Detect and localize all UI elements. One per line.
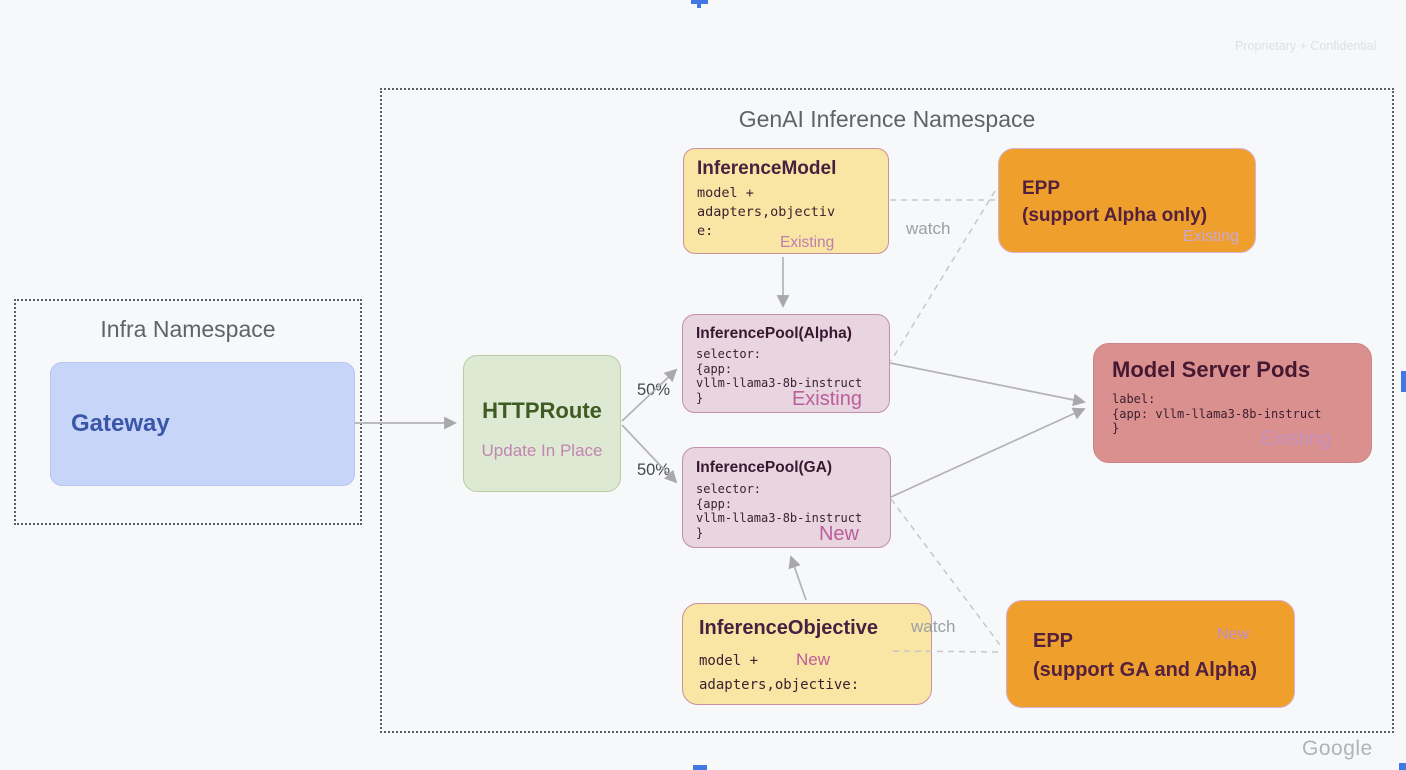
inference-pool-alpha-spec: selector: {app: vllm-llama3-8b-instruct …	[696, 347, 862, 405]
inference-model-title: InferenceModel	[697, 158, 837, 179]
epp-ga-title: EPP (support GA and Alpha)	[1033, 627, 1257, 685]
spec-line: selector:	[696, 482, 762, 496]
spec-line: }	[696, 525, 704, 540]
spec-line: vllm-llama3-8b-instruct	[696, 511, 863, 525]
selection-mark-right	[1401, 371, 1406, 392]
spec-line: {app:	[696, 361, 733, 376]
route-split-ga-label: 50%	[637, 461, 671, 479]
epp-alpha-title: EPP (support Alpha only)	[1022, 175, 1207, 229]
spec-line: model +	[697, 185, 754, 201]
spec-line: model +	[699, 653, 759, 669]
httproute-subtitle: Update In Place	[481, 441, 603, 460]
genai-namespace-title: GenAI Inference Namespace	[738, 106, 1036, 132]
status-badge: New	[818, 523, 859, 545]
spec-line: label:	[1112, 392, 1156, 406]
inference-objective-spec: model + adapters,objective:	[699, 649, 859, 697]
status-badge: Existing	[780, 234, 835, 251]
epp-alpha-title-line1: EPP	[1022, 178, 1061, 199]
model-server-pods-title: Model Server Pods	[1112, 357, 1311, 382]
spec-line: adapters,objectiv	[697, 204, 836, 220]
spec-line: selector:	[696, 347, 762, 361]
selection-mark-bottom	[693, 765, 707, 770]
inference-pool-alpha-title: InferencePool(Alpha)	[696, 325, 852, 342]
selection-mark-corner	[1399, 763, 1406, 770]
inference-pool-alpha-node: InferencePool(Alpha) selector: {app: vll…	[682, 314, 890, 413]
spec-line: {app:	[696, 496, 733, 511]
epp-ga-node: EPP (support GA and Alpha) New	[1006, 600, 1295, 708]
watch-alpha-label: watch	[906, 219, 951, 238]
inference-pool-ga-node: InferencePool(GA) selector: {app: vllm-l…	[682, 447, 891, 548]
gateway-label: Gateway	[71, 410, 170, 437]
epp-ga-title-line1: EPP	[1033, 630, 1074, 652]
httproute-node: HTTPRoute Update In Place	[463, 355, 621, 492]
status-badge: Existing	[791, 388, 862, 410]
inference-pool-ga-spec: selector: {app: vllm-llama3-8b-instruct …	[696, 482, 862, 540]
status-badge: Existing	[1182, 228, 1239, 245]
spec-line: }	[696, 390, 704, 405]
route-split-alpha-label: 50%	[637, 381, 671, 399]
inference-pool-ga-title: InferencePool(GA)	[696, 459, 833, 476]
epp-ga-title-line2: (support GA and Alpha)	[1033, 659, 1258, 681]
confidentiality-note: Proprietary + Confidential	[1235, 39, 1377, 53]
spec-line: adapters,objective:	[699, 677, 860, 693]
infra-namespace-title: Infra Namespace	[100, 316, 276, 342]
inference-objective-node: InferenceObjective model + adapters,obje…	[682, 603, 932, 705]
inference-objective-title: InferenceObjective	[699, 617, 878, 639]
selection-mark-top	[691, 0, 708, 4]
model-server-pods-node: Model Server Pods label: {app: vllm-llam…	[1093, 343, 1372, 463]
epp-alpha-title-line2: (support Alpha only)	[1022, 205, 1208, 226]
google-logo: Google	[1302, 737, 1373, 760]
spec-line: vllm-llama3-8b-instruct	[696, 376, 863, 390]
gateway-node: Gateway	[50, 362, 355, 486]
status-badge: New	[796, 650, 831, 669]
spec-line: e:	[697, 223, 714, 239]
inference-model-spec: model + adapters,objectiv e:	[697, 184, 835, 241]
watch-ga-label: watch	[911, 617, 956, 636]
status-badge: Existing	[1260, 428, 1331, 450]
genai-namespace-boundary: GenAI Inference Namespace	[380, 88, 1394, 733]
infra-namespace-boundary: Infra Namespace	[14, 299, 362, 525]
httproute-title: HTTPRoute	[482, 398, 602, 423]
epp-alpha-node: EPP (support Alpha only) Existing	[998, 148, 1256, 253]
model-server-pods-spec: label: {app: vllm-llama3-8b-instruct }	[1112, 392, 1322, 436]
inference-model-node: InferenceModel model + adapters,objectiv…	[683, 148, 889, 254]
spec-line: {app: vllm-llama3-8b-instruct	[1112, 406, 1322, 421]
spec-line: }	[1112, 421, 1120, 435]
status-badge: New	[1216, 626, 1249, 643]
selection-mark-top-tail	[697, 4, 701, 8]
